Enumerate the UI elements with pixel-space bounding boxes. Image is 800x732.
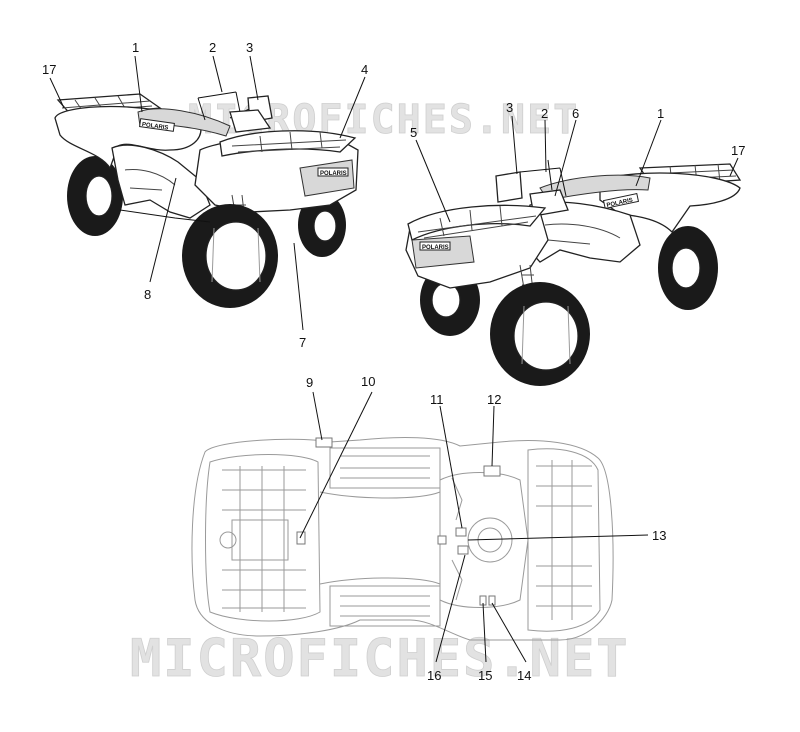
callout-6-right: 6 xyxy=(572,106,579,121)
watermark-bottom: MICROFICHES.NET xyxy=(130,629,630,689)
atv-left-view: POLARIS POLARIS xyxy=(54,91,359,308)
callout-7-left: 7 xyxy=(299,335,306,350)
callout-8-left: 8 xyxy=(144,287,151,302)
callout-3-right: 3 xyxy=(506,100,513,115)
atv-right-view: POLARIS POLARIS xyxy=(405,159,742,386)
right-view-leaders xyxy=(415,115,739,223)
callout-16-top: 16 xyxy=(427,668,441,683)
top-view-leaders xyxy=(299,391,649,663)
decal-text-front-left: POLARIS xyxy=(320,171,347,177)
callout-5-right: 5 xyxy=(410,125,417,140)
callout-11-top: 11 xyxy=(430,392,444,407)
callout-2-right: 2 xyxy=(541,106,548,121)
callout-17-left: 17 xyxy=(42,62,56,77)
decal-text-side-right: POLARIS xyxy=(606,198,633,209)
callout-14-top: 14 xyxy=(517,668,531,683)
callout-17-right: 17 xyxy=(731,143,745,158)
callout-12-top: 12 xyxy=(487,392,501,407)
left-view-leaders xyxy=(49,55,366,331)
callout-9-top: 9 xyxy=(306,375,313,390)
callout-3-left: 3 xyxy=(246,40,253,55)
decal-text-side-left: POLARIS xyxy=(141,122,168,132)
callout-15-top: 15 xyxy=(478,668,492,683)
callout-1-left: 1 xyxy=(132,40,139,55)
callout-4-left: 4 xyxy=(361,62,368,77)
callout-13-top: 13 xyxy=(652,528,666,543)
atv-top-view xyxy=(191,437,614,641)
decal-text-front-right: POLARIS xyxy=(422,245,449,251)
callout-10-top: 10 xyxy=(361,374,375,389)
callout-1-right: 1 xyxy=(657,106,664,121)
callout-2-left: 2 xyxy=(209,40,216,55)
